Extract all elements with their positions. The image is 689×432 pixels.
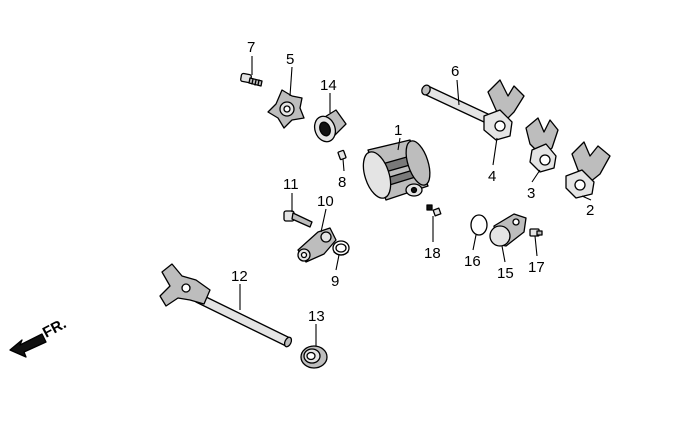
leader-lines (239, 56, 592, 346)
part-9-spring (332, 240, 350, 256)
part-17-screw (529, 228, 543, 237)
callout-9: 9 (331, 273, 339, 290)
part-16-o-ring (470, 214, 488, 236)
callout-8: 8 (338, 174, 346, 191)
callout-15: 15 (497, 265, 514, 282)
callout-16: 16 (464, 253, 481, 270)
callout-7: 7 (247, 39, 255, 56)
callout-6: 6 (451, 63, 459, 80)
part-8-pin (337, 149, 347, 161)
callout-17: 17 (528, 259, 545, 276)
part-11-bolt (283, 210, 313, 228)
part-2-shift-fork (565, 141, 611, 199)
part-4-shift-fork (483, 79, 525, 141)
part-15-cam (489, 213, 527, 247)
callout-5: 5 (286, 51, 294, 68)
front-direction-arrow-icon (9, 333, 47, 358)
callout-2: 2 (586, 202, 594, 219)
part-18-pin-set (426, 204, 442, 217)
callout-labels: 7 5 14 6 1 8 4 3 2 11 10 9 18 16 15 17 1… (231, 39, 594, 325)
part-6-fork-shaft (421, 84, 489, 123)
callout-13: 13 (308, 308, 325, 325)
part-5-star-plate (267, 89, 305, 129)
part-12-gearshift-spindle (159, 263, 293, 348)
part-10-stopper-arm (297, 227, 337, 263)
callout-1: 1 (394, 122, 402, 139)
callout-10: 10 (317, 193, 334, 210)
callout-11: 11 (283, 176, 299, 193)
callout-18: 18 (424, 245, 441, 262)
callout-14: 14 (320, 77, 337, 94)
callout-4: 4 (488, 168, 496, 185)
part-14-bearing (313, 109, 347, 143)
callout-3: 3 (527, 185, 535, 202)
callout-12: 12 (231, 268, 248, 285)
part-1-shift-drum (362, 139, 431, 201)
part-13-oil-seal (300, 345, 328, 369)
part-7-bolt (240, 72, 263, 87)
part-3-shift-fork (525, 117, 559, 173)
